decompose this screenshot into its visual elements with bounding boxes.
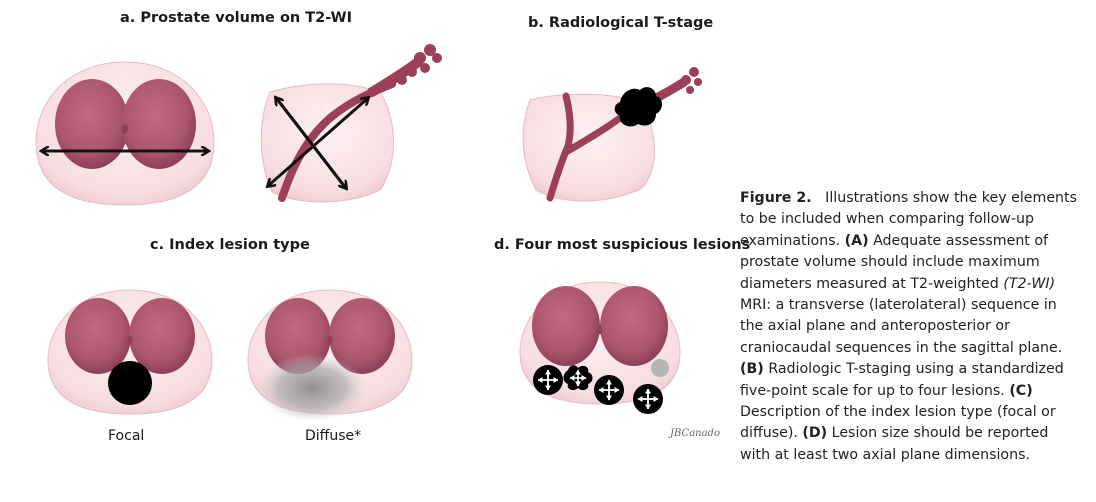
panel-c-title: c. Index lesion type xyxy=(150,237,310,253)
panel-b-title: b. Radiological T-stage xyxy=(528,15,714,31)
panel-a-axial-gland xyxy=(35,61,215,206)
lesion-2-icon xyxy=(563,365,593,391)
focal-label: Focal xyxy=(108,428,145,444)
figure-caption: Figure 2. Illustrations show the key ele… xyxy=(740,188,1080,466)
caption-a-text-2: MRI: a transverse (laterolateral) sequen… xyxy=(740,297,1063,356)
caption-a-label: (A) xyxy=(844,232,869,249)
caption-c-text: Description of the index lesion type (fo… xyxy=(740,404,1056,442)
panel-a-title: a. Prostate volume on T2-WI xyxy=(120,10,353,26)
caption-a-italic: (T2-WI) xyxy=(1003,275,1056,292)
caption-c-label: (C) xyxy=(1009,382,1033,399)
lesion-3-icon xyxy=(594,375,624,405)
lesion-4-icon xyxy=(633,384,663,414)
caption-intro: Illustrations show the key elements to b… xyxy=(740,190,1077,249)
caption-b-text: Radiologic T-staging using a standardize… xyxy=(740,361,1064,399)
caption-figure-label: Figure 2. xyxy=(740,190,812,206)
caption-b-label: (B) xyxy=(740,361,764,378)
caption-d-label: (D) xyxy=(802,425,828,442)
lesion-1-icon xyxy=(533,365,563,395)
panel-c-diffuse-gland xyxy=(247,289,413,422)
diffuse-label: Diffuse* xyxy=(305,428,362,444)
caption-a-text-1: Adequate assessment of prostate volume s… xyxy=(740,232,1049,292)
panel-a-sagittal-gland xyxy=(260,44,442,203)
panel-c-focal-gland xyxy=(47,289,213,415)
panel-b-sagittal-gland xyxy=(522,67,702,202)
caption-d-text: Lesion size should be reported with at l… xyxy=(740,425,1049,463)
panel-d-title: d. Four most suspicious lesions xyxy=(494,237,751,253)
artist-signature: JBCanado xyxy=(670,428,720,439)
